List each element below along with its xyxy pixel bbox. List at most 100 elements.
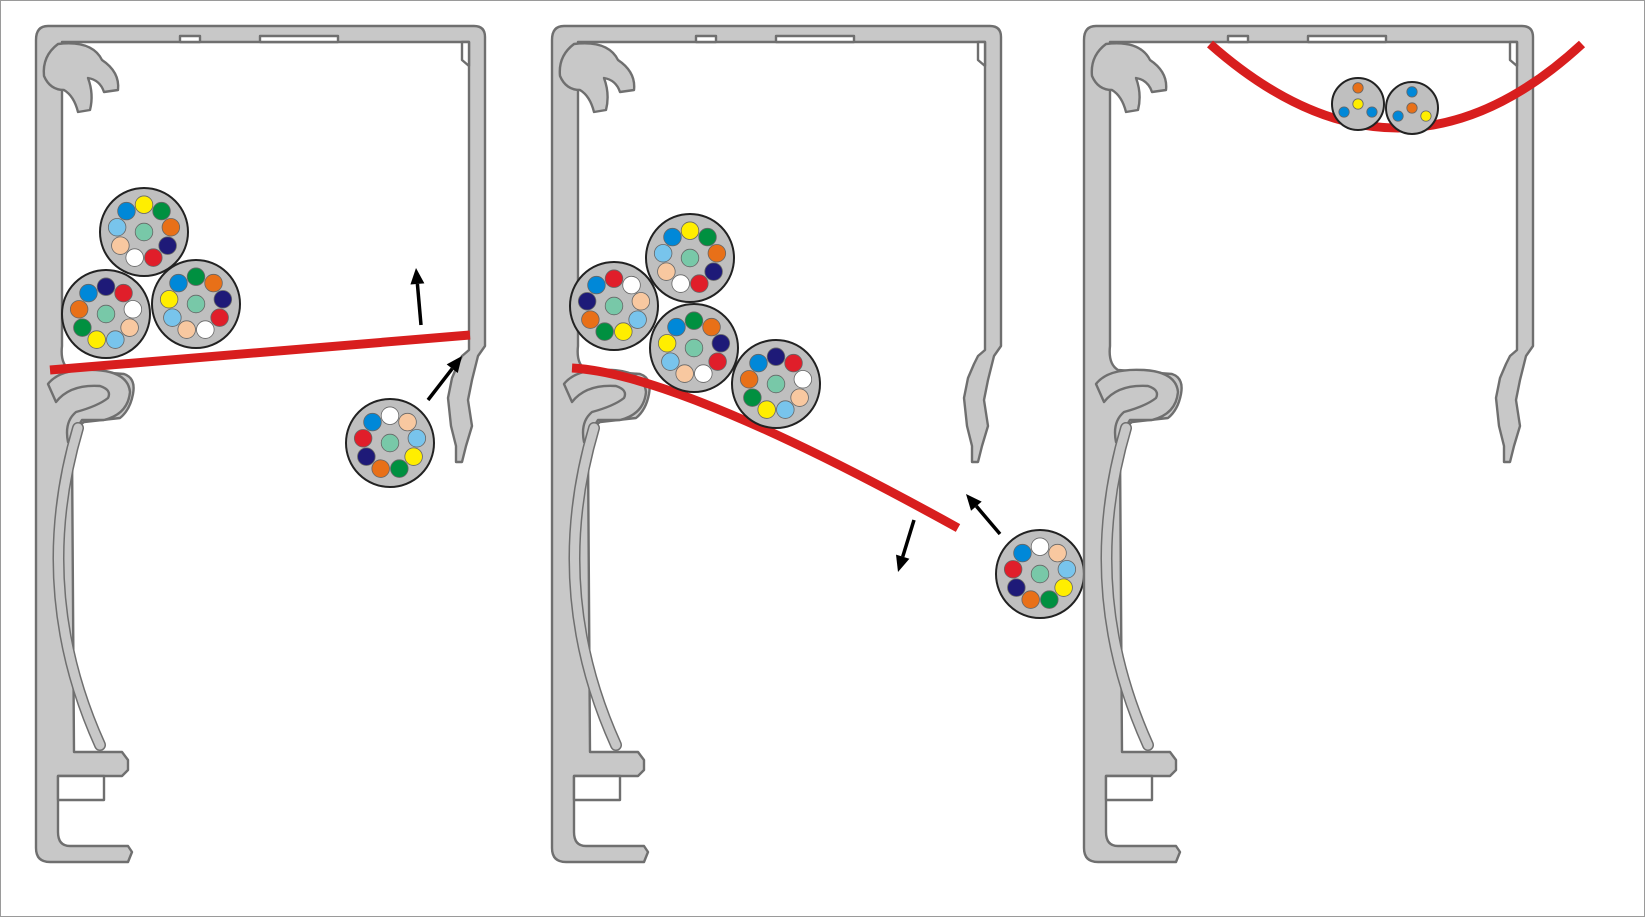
wire-lightblue xyxy=(1057,560,1077,579)
wire-orange xyxy=(204,273,223,293)
wire-navy xyxy=(711,334,731,353)
wire-yellow xyxy=(657,334,677,353)
wire-blue xyxy=(587,275,606,295)
wire-red xyxy=(114,283,133,303)
wire-lightblue xyxy=(407,429,427,448)
wire-mint xyxy=(1030,564,1050,584)
cable-d xyxy=(731,339,821,429)
wire-yellow xyxy=(614,322,633,341)
wire-lightblue xyxy=(653,244,673,263)
wire-orange xyxy=(161,218,181,237)
wire-lightblue xyxy=(776,400,795,419)
wire-lightblue xyxy=(661,352,680,371)
wire-mint xyxy=(186,294,206,314)
wire-navy xyxy=(766,347,786,366)
wire-yellow xyxy=(134,195,154,214)
panel-3 xyxy=(1084,26,1586,862)
wire-white xyxy=(793,370,813,389)
wire-red xyxy=(708,352,727,371)
wire-green xyxy=(684,311,704,330)
wire-lightblue xyxy=(106,330,125,349)
wire-red xyxy=(210,308,229,327)
wire-peach xyxy=(675,364,694,383)
wire-orange xyxy=(1021,590,1040,609)
cable-b xyxy=(61,269,151,359)
wire-blue xyxy=(117,201,136,221)
wire-mint xyxy=(134,222,154,242)
wire-blue xyxy=(667,317,686,337)
wire-red xyxy=(690,274,709,293)
wire-navy xyxy=(357,447,376,466)
small-cable-a xyxy=(1331,77,1385,131)
wire-peach xyxy=(790,388,809,407)
arrow-insert xyxy=(426,356,462,402)
wire-mint xyxy=(680,248,700,268)
wire-peach xyxy=(1048,543,1067,563)
wire-navy xyxy=(158,236,177,255)
wire-navy xyxy=(96,277,116,296)
wire-orange xyxy=(581,310,600,329)
wire-mint xyxy=(766,374,786,394)
wire-yellow xyxy=(680,221,700,240)
wire-green xyxy=(186,267,206,286)
wire-orange xyxy=(69,300,89,319)
wire-green xyxy=(595,322,614,341)
wire-peach xyxy=(177,320,196,339)
wire-yellow xyxy=(1420,110,1432,122)
wire-green xyxy=(152,201,171,221)
wire-blue xyxy=(1392,110,1404,122)
panel-1 xyxy=(36,26,485,862)
cable-e xyxy=(995,529,1085,619)
wire-white xyxy=(196,320,215,339)
cable-a xyxy=(645,213,735,303)
wire-orange xyxy=(739,370,759,389)
wire-green xyxy=(73,318,92,337)
wire-red xyxy=(144,248,163,267)
wire-orange xyxy=(1406,102,1418,114)
wire-white xyxy=(694,364,713,383)
wire-yellow xyxy=(404,447,423,466)
wire-red xyxy=(1003,560,1023,579)
wire-green xyxy=(743,388,762,407)
wire-blue xyxy=(1013,543,1032,563)
cable-b xyxy=(569,261,659,351)
wire-blue xyxy=(169,273,188,293)
wire-white xyxy=(123,300,143,319)
wire-yellow xyxy=(159,290,179,309)
wire-mint xyxy=(604,296,624,316)
divider-strip xyxy=(49,330,471,375)
cable-c xyxy=(649,303,739,393)
wire-navy xyxy=(213,290,233,309)
wire-white xyxy=(380,406,400,425)
wire-blue xyxy=(79,283,98,303)
wire-navy xyxy=(704,262,723,281)
wire-blue xyxy=(1338,106,1350,118)
wire-white xyxy=(671,274,690,293)
wire-green xyxy=(1040,590,1059,609)
wire-green xyxy=(390,459,409,478)
wire-blue xyxy=(1366,106,1378,118)
wire-white xyxy=(125,248,144,267)
small-cable-b xyxy=(1385,81,1439,135)
wire-yellow xyxy=(1054,578,1073,597)
wire-blue xyxy=(663,227,682,247)
arrow-push-down xyxy=(896,519,916,572)
wire-blue xyxy=(749,353,768,373)
wire-mint xyxy=(684,338,704,358)
wire-lightblue xyxy=(628,310,647,329)
wire-peach xyxy=(120,318,139,337)
wire-yellow xyxy=(87,330,106,349)
cable-d xyxy=(345,398,435,488)
wire-lightblue xyxy=(163,308,182,327)
arrow-insert xyxy=(966,494,1002,536)
wire-orange xyxy=(1352,82,1364,94)
wire-lightblue xyxy=(107,218,127,237)
wire-green xyxy=(698,227,717,247)
wire-blue xyxy=(1406,86,1418,98)
wire-orange xyxy=(371,459,390,478)
wire-mint xyxy=(96,304,116,324)
wire-navy xyxy=(577,292,597,311)
cable-a xyxy=(99,187,189,277)
wire-red xyxy=(604,269,624,288)
